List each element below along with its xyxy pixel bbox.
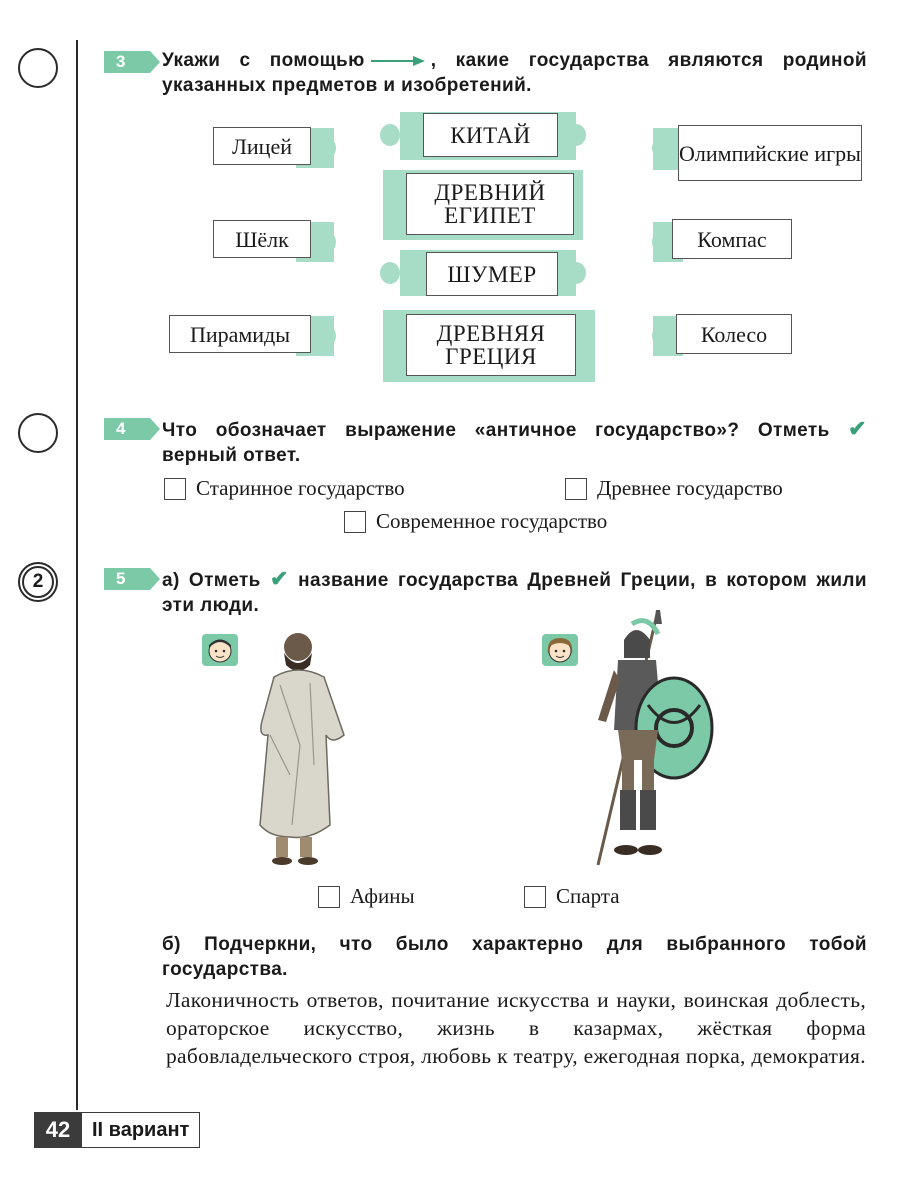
country-box-sumer[interactable]: ШУМЕР [426, 252, 558, 296]
option-label: Современное государство [376, 509, 608, 533]
checkbox[interactable] [524, 885, 546, 908]
task3-instruction: Укажи с помощью, какие государства являю… [162, 48, 867, 98]
item-box-pyramids[interactable]: Пирамиды [169, 315, 311, 353]
score-circle-task3 [18, 48, 58, 88]
item-box-silk[interactable]: Шёлк [213, 220, 311, 258]
score-circle-task4 [18, 413, 58, 453]
option-label: Афины [350, 884, 415, 908]
puzzle-tab [316, 137, 336, 159]
task-number-badge: 4 [104, 418, 160, 440]
checkmark-icon: ✔ [848, 416, 867, 441]
puzzle-tab [652, 137, 672, 159]
option-old-state[interactable]: Старинное государство [164, 476, 405, 501]
checkbox[interactable] [318, 885, 340, 908]
puzzle-tab [566, 262, 586, 284]
task5a-text-part1: а) Отметь [162, 570, 261, 591]
checkbox[interactable] [344, 510, 366, 533]
task4-text-part1: Что обозначает выражение «античное госуд… [162, 420, 830, 441]
task4-text-part2: верный ответ. [162, 445, 301, 466]
task5b-instruction: б) Подчеркни, что было характерно для вы… [162, 934, 867, 980]
option-athens[interactable]: Афины [318, 884, 415, 909]
puzzle-tab [652, 325, 672, 347]
task3-text-part2: , какие государства являются родиной ука… [162, 50, 867, 96]
greek-philosopher-illustration [259, 633, 345, 865]
puzzle-tab [380, 262, 400, 284]
puzzle-tab [566, 124, 586, 146]
country-box-ancient-greece[interactable]: ДРЕВНЯЯ ГРЕЦИЯ [406, 314, 576, 376]
option-label: Спарта [556, 884, 620, 908]
checkbox[interactable] [565, 477, 587, 500]
puzzle-tab [316, 231, 336, 253]
margin-line [76, 40, 78, 1110]
task5b-text[interactable]: Лаконичность ответов, почитание искусств… [166, 988, 866, 1068]
checkmark-icon: ✔ [270, 566, 289, 591]
option-label: Древнее государство [597, 476, 783, 500]
item-box-lyceum[interactable]: Лицей [213, 127, 311, 165]
arrow-icon [370, 55, 425, 66]
girl-avatar-icon [542, 634, 578, 666]
country-box-ancient-egypt[interactable]: ДРЕВНИЙ ЕГИПЕТ [406, 173, 574, 235]
option-sparta[interactable]: Спарта [524, 884, 620, 909]
item-box-compass[interactable]: Компас [672, 219, 792, 259]
task5a-text-part2: название государства Древней Греции, в к… [162, 570, 867, 616]
task4-instruction: Что обозначает выражение «античное госуд… [162, 416, 867, 468]
puzzle-tab [316, 325, 336, 347]
checkbox[interactable] [164, 477, 186, 500]
variant-label: II вариант [82, 1112, 201, 1148]
score-value: 2 [22, 566, 54, 598]
option-modern-state[interactable]: Современное государство [344, 509, 607, 534]
option-ancient-state[interactable]: Древнее государство [565, 476, 783, 501]
task3-text-part1: Укажи с помощью [162, 50, 365, 71]
spartan-warrior-illustration [596, 610, 714, 866]
boy-avatar-icon [202, 634, 238, 666]
page-number: 42 [34, 1112, 82, 1148]
task-number-badge: 5 [104, 568, 160, 590]
item-box-wheel[interactable]: Колесо [676, 314, 792, 354]
country-box-china[interactable]: КИТАЙ [423, 113, 558, 157]
score-circle-task5: 2 [18, 562, 58, 602]
item-box-olympic-games[interactable]: Олимпийские игры [678, 125, 862, 181]
puzzle-tab [380, 124, 400, 146]
puzzle-tab [652, 231, 672, 253]
task5a-instruction: а) Отметь ✔ название государства Древней… [162, 566, 867, 618]
page-footer: 42 II вариант [34, 1112, 201, 1148]
option-label: Старинное государство [196, 476, 405, 500]
task-number-badge: 3 [104, 51, 160, 73]
